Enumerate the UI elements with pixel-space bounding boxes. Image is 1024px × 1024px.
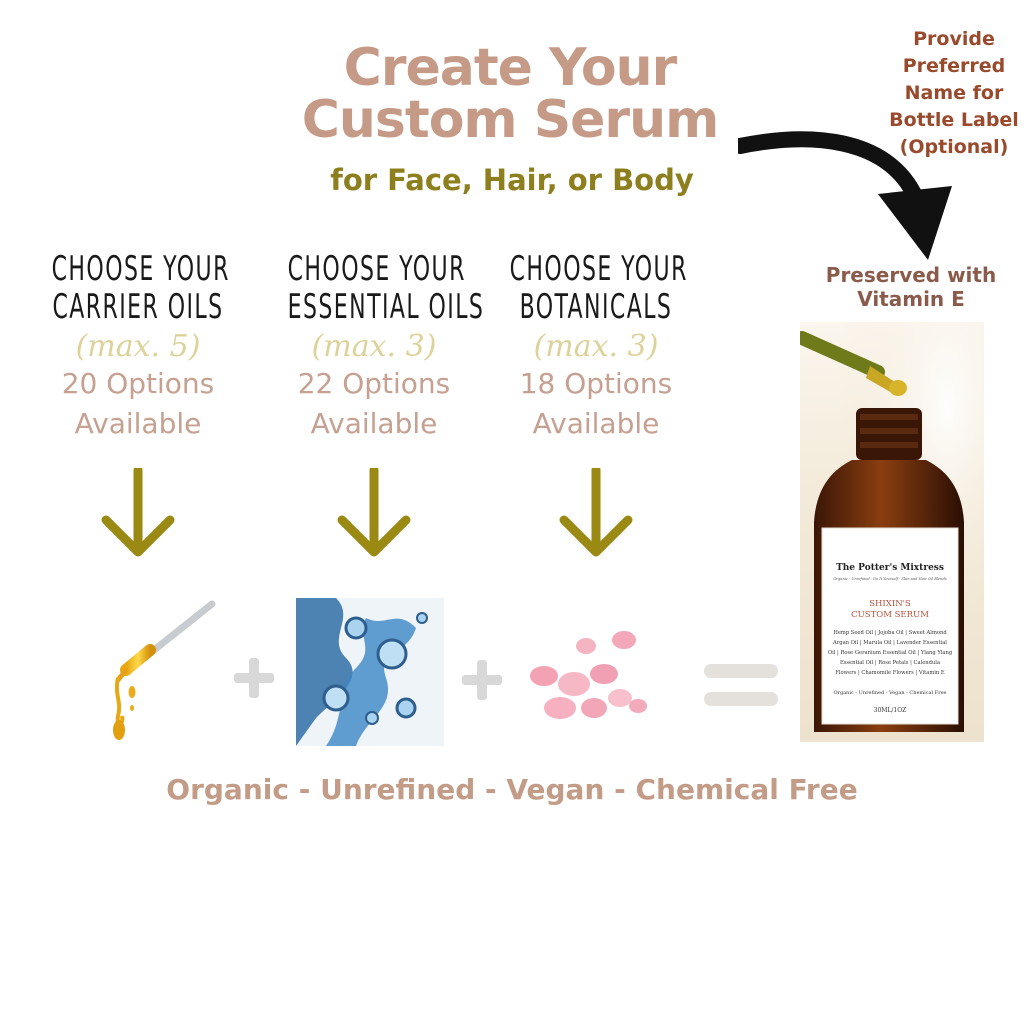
label-size: 30ML/1OZ (874, 707, 907, 714)
plus-icon (234, 658, 274, 698)
label-name-1: SHIXIN'S (869, 599, 911, 609)
dropper-icon (113, 600, 216, 740)
plus-icon (462, 660, 502, 700)
column-heading-line-1: CHOOSE YOUR (287, 249, 466, 289)
label-claims: Organic - Unrefined - Vegan - Chemical F… (834, 690, 947, 696)
serum-bottle-photo: The Potter's Mixtress Organic · Unrefine… (800, 322, 984, 742)
bottle-label-note: Provide Preferred Name for Bottle Label … (884, 26, 1024, 161)
label-ingredients-2: Argan Oil | Marula Oil | Lavender Essent… (832, 640, 947, 646)
note-line: Preserved with (825, 263, 997, 287)
column-available: Available (532, 407, 660, 440)
label-ingredients-5: Flowers | Chamomile Flowers | Vitamin E (835, 670, 945, 676)
label-brand: The Potter's Mixtress (836, 563, 944, 573)
rose-petals-image (530, 631, 647, 719)
column-max: (max. 3) (311, 329, 437, 364)
label-name-2: CUSTOM SERUM (851, 610, 929, 620)
note-line: Vitamin E (857, 287, 965, 311)
water-bubbles-image (296, 598, 444, 746)
label-tagline: Organic · Unrefined · Do It Yourself · S… (833, 577, 946, 581)
down-arrow-icon (337, 468, 411, 557)
down-arrow-icon (559, 468, 633, 557)
title-line-2: Custom Serum (301, 90, 720, 150)
curved-arrow-icon (738, 131, 952, 260)
column-options: 22 Options (297, 367, 451, 400)
label-ingredients-4: Essential Oil | Rose Petals | Calendula (840, 660, 940, 666)
note-line: Provide (913, 28, 995, 50)
note-line: Preferred (902, 55, 1006, 77)
column-available: Available (310, 407, 438, 440)
down-arrow-icon (101, 468, 175, 557)
column-carrier-oils: CHOOSE YOUR CARRIER OILS (max. 5) 20 Opt… (18, 250, 258, 444)
column-max: (max. 3) (533, 329, 659, 364)
note-line: Name for (904, 82, 1004, 104)
column-options: 18 Options (519, 367, 673, 400)
vitamin-e-note: Preserved with Vitamin E (806, 263, 1016, 311)
column-botanicals: CHOOSE YOUR BOTANICALS (max. 3) 18 Optio… (476, 250, 716, 444)
footer-tagline: Organic - Unrefined - Vegan - Chemical F… (166, 773, 858, 806)
equals-icon (704, 664, 778, 706)
title-line-1: Create Your (343, 38, 678, 98)
bottle-illustration: The Potter's Mixtress Organic · Unrefine… (800, 322, 984, 742)
note-line: (Optional) (899, 136, 1009, 158)
subtitle: for Face, Hair, or Body (330, 163, 694, 197)
column-heading-line-1: CHOOSE YOUR (509, 249, 688, 289)
column-available: Available (74, 407, 202, 440)
column-essential-oils: CHOOSE YOUR ESSENTIAL OILS (max. 3) 22 O… (254, 250, 494, 444)
column-heading-line-2: CARRIER OILS (52, 287, 224, 327)
note-line: Bottle Label (889, 109, 1019, 131)
column-options: 20 Options (61, 367, 215, 400)
column-heading-line-2: BOTANICALS (519, 287, 673, 327)
column-heading-line-1: CHOOSE YOUR (51, 249, 230, 289)
column-max: (max. 5) (75, 329, 201, 364)
column-heading-line-2: ESSENTIAL OILS (287, 287, 485, 327)
label-ingredients-1: Hemp Seed Oil | Jojoba Oil | Sweet Almon… (833, 630, 947, 636)
label-ingredients-3: Oil | Rose Geranium Essential Oil | Ylan… (828, 650, 953, 656)
